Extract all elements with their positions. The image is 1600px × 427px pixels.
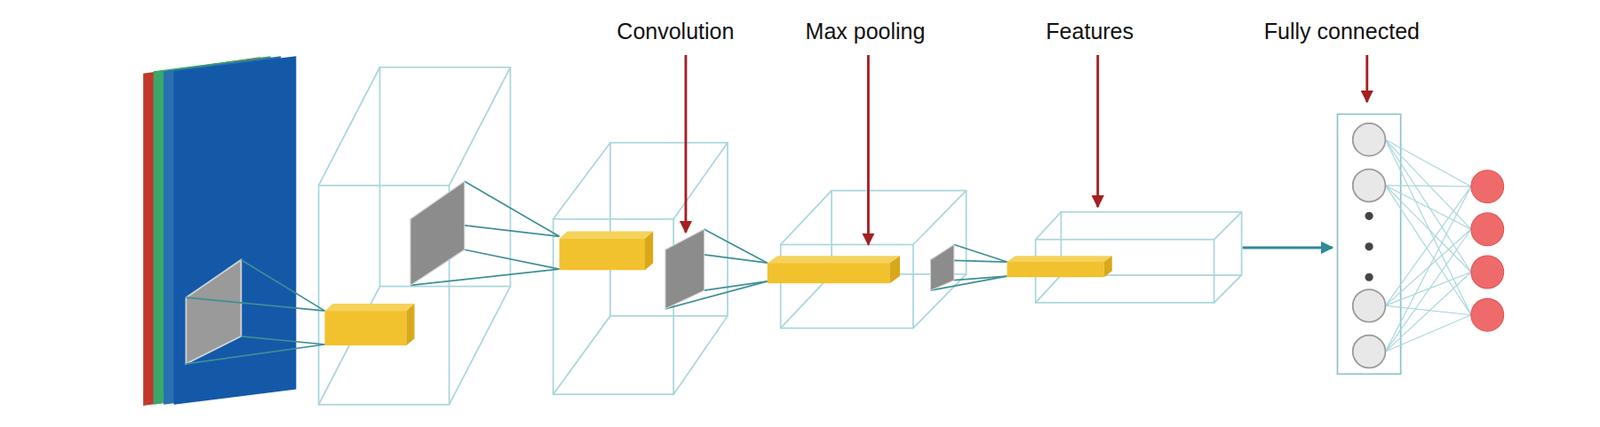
- weight-line: [1385, 305, 1471, 315]
- weight-line: [1385, 139, 1471, 272]
- weight-line: [1385, 185, 1471, 316]
- weight-line: [1385, 139, 1471, 187]
- fully-connected-layer: [1337, 114, 1504, 375]
- leader-arrows: [685, 55, 1368, 246]
- receptive-field-lines: [185, 181, 1007, 364]
- weight-line: [1385, 186, 1471, 352]
- input-image: [143, 55, 296, 406]
- weight-line: [1385, 186, 1471, 306]
- weight-line: [1385, 315, 1471, 352]
- flatten-arrow: [1242, 246, 1333, 250]
- weight-line: [1385, 229, 1471, 306]
- feature-volumes: [318, 67, 1242, 406]
- layer-label: Max pooling: [805, 18, 926, 45]
- kernel-patches: [410, 181, 955, 309]
- feature-blocks: [325, 231, 1113, 347]
- weight-line: [1385, 272, 1471, 353]
- weight-line: [1385, 139, 1471, 230]
- weight-line: [1385, 185, 1471, 230]
- weight-line: [1385, 229, 1471, 352]
- layer-label: Convolution: [616, 18, 734, 45]
- weight-line: [1385, 185, 1471, 187]
- layer-label: Features: [1045, 18, 1134, 45]
- weight-line: [1385, 185, 1471, 273]
- weight-line: [1385, 272, 1471, 307]
- weight-line: [1385, 139, 1471, 315]
- layer-label: Fully connected: [1264, 18, 1420, 45]
